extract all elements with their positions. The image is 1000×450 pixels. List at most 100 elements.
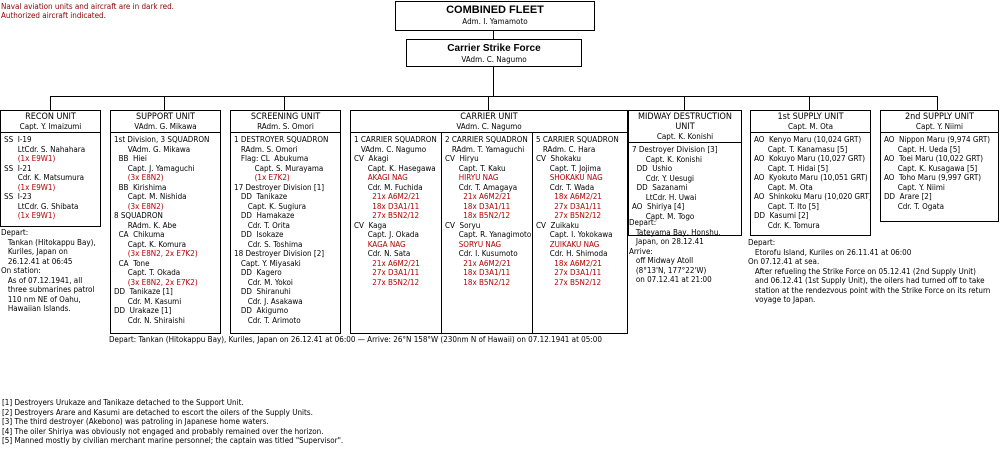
support-unit-name: SUPPORT UNIT <box>135 112 195 122</box>
roster-line: LtCdr. S. Nahahara <box>4 144 86 154</box>
note-line: [2] Destroyers Arare and Kasumi are deta… <box>2 407 313 417</box>
note-line: On 07.12.41 at sea. <box>748 257 820 266</box>
drop-carrier <box>488 96 489 110</box>
roster-line: DD Sazanami <box>632 183 688 192</box>
connector-csf-bus <box>493 66 494 96</box>
roster-line: 1st Division, 3 SQUADRON <box>114 135 210 144</box>
roster-line: DD Isokaze <box>234 230 284 239</box>
support-unit-box: SUPPORT UNIT VAdm. G. Mikawa 1st Divisio… <box>110 110 221 334</box>
roster-line: Capt. Y. Miyasaki <box>234 258 301 268</box>
aviation-line: 18x B5N2/12 <box>445 277 511 287</box>
roster-line: CA Chikuma <box>114 230 165 239</box>
recon-unit-commander: Capt. Y. Imaizumi <box>19 122 82 131</box>
aviation-line: KAGA NAG <box>354 239 406 249</box>
aviation-line: 27x B5N2/12 <box>536 277 602 287</box>
drop-recon <box>50 96 51 110</box>
screening-unit-header: SCREENING UNIT RAdm. S. Omori <box>231 111 340 133</box>
aviation-line: 27x B5N2/12 <box>354 211 420 220</box>
strike-force-box: Carrier Strike Force VAdm. C. Nagumo <box>406 39 582 67</box>
note-line: Hawaiian Islands. <box>1 304 71 313</box>
roster-line: Cdr. K. Matsumura <box>4 173 85 182</box>
recon-unit-header: RECON UNIT Capt. Y. Imaizumi <box>1 111 100 133</box>
roster-line: Cdr. T. Orita <box>234 220 290 230</box>
note-line: On station: <box>1 266 41 275</box>
roster-line: DD Shiranuhi <box>234 287 291 296</box>
roster-line: BB Kirishima <box>114 182 167 192</box>
roster-line: Capt. H. Ueda [5] <box>884 144 961 154</box>
roster-line: AO Nippon Maru (9,974 GRT) <box>884 135 991 144</box>
roster-line: Capt. S. Murayama <box>234 163 324 173</box>
roster-line: 5 CARRIER SQUADRON <box>536 135 619 144</box>
roster-line: CV Zuikaku <box>536 220 579 230</box>
supply2-unit-box: 2nd SUPPLY UNIT Capt. Y. Niimi AO Nippon… <box>880 110 999 222</box>
drop-supply1 <box>809 96 810 110</box>
roster-line: Cdr. K. Tomura <box>754 220 820 230</box>
roster-line: Capt. I. Yokokawa <box>536 230 613 239</box>
supply2-unit-roster: AO Nippon Maru (9,974 GRT) Capt. H. Ueda… <box>881 133 998 213</box>
note-line: Kuriles, Japan on <box>1 247 68 256</box>
roster-line: Capt. T. Okada <box>114 268 181 277</box>
roster-line: CV Shokaku <box>536 154 581 163</box>
aviation-line: (1x E7K2) <box>234 173 290 182</box>
aviation-line: 21x A6M2/21 <box>354 192 420 201</box>
roster-line: 8 SQUADRON <box>114 211 163 220</box>
roster-line: Cdr. M. Yokoi <box>234 277 293 287</box>
roster-line: Cdr. T. Ogata <box>884 201 944 211</box>
note-line: three submarines patrol <box>1 285 95 294</box>
note-line: Depart: <box>629 218 657 227</box>
roster-line: SS I-21 <box>4 163 32 173</box>
roster-line: SS I-23 <box>4 192 32 201</box>
roster-line: DD Hamakaze <box>234 211 295 220</box>
roster-line: Capt. K. Kusagawa [5] <box>884 163 978 173</box>
note-line: Tateyama Bay, Honshu, <box>629 227 721 237</box>
roster-line: AO Toho Maru (9,997 GRT) <box>884 173 982 182</box>
supply1-unit-commander: Capt. M. Ota <box>787 122 834 131</box>
roster-line: Cdr. M. Kasumi <box>114 296 182 306</box>
roster-line: DD Ushio <box>632 164 673 173</box>
roster-line: AO Shiriya [4] <box>632 202 685 211</box>
note-line: Depart: <box>1 228 29 237</box>
aviation-line: 18x A6M2/21 <box>536 258 602 268</box>
roster-line: Capt. T. Ito [5] <box>754 201 819 211</box>
note-line: 110 nm NE of Oahu, <box>1 294 81 304</box>
note-line: station at the rendezvous point with the… <box>748 285 991 295</box>
carrier-unit-header: CARRIER UNIT VAdm. C. Nagumo <box>351 111 627 133</box>
recon-unit-name: RECON UNIT <box>25 112 76 122</box>
roster-line: 18 Destroyer Division [2] <box>234 249 325 258</box>
drop-midway <box>684 96 685 110</box>
roster-line: CV Soryu <box>445 220 481 230</box>
roster-line: Capt. R. Yanagimoto <box>445 230 532 239</box>
roster-line: DD Kagero <box>234 268 282 277</box>
aviation-line: (3x E8N2) <box>114 201 164 211</box>
screening-unit-roster: 1 DESTROYER SQUADRON RAdm. S. Omori Flag… <box>231 133 340 327</box>
roster-line: RAdm. C. Hara <box>536 144 596 154</box>
combined-fleet-box: COMBINED FLEET Adm. I. Yamamoto <box>395 1 595 31</box>
roster-line: AO Kyokuto Maru (10,051 GRT) <box>754 173 868 182</box>
supply2-unit-header: 2nd SUPPLY UNIT Capt. Y. Niimi <box>881 111 998 133</box>
roster-line: Capt. K. Konishi <box>632 154 702 164</box>
roster-line: 1 DESTROYER SQUADRON <box>234 135 329 144</box>
supply1-unit-name: 1st SUPPLY UNIT <box>777 112 844 122</box>
note-line: Japan, on 28.12.41 <box>629 237 704 246</box>
aviation-line: 18x D3A1/11 <box>354 201 420 211</box>
note-line: Etorofu Island, Kuriles on 26.11.41 at 0… <box>748 247 912 257</box>
roster-line: Capt. T. Hidai [5] <box>754 163 828 173</box>
aviation-line: 18x D3A1/11 <box>445 268 511 277</box>
roster-line: Cdr. T. Wada <box>536 182 595 192</box>
roster-line: Capt. K. Hasegawa <box>354 163 436 173</box>
roster-line: 7 Destroyer Division [3] <box>632 145 718 154</box>
aviation-line: 21x A6M2/21 <box>354 258 420 268</box>
route-line: Depart: Tankan (Hitokappu Bay), Kuriles,… <box>109 335 602 344</box>
aviation-line: 18x B5N2/12 <box>445 211 511 220</box>
roster-line: SS I-19 <box>4 135 32 144</box>
supply2-unit-commander: Capt. Y. Niimi <box>915 122 964 131</box>
aviation-line: 27x D3A1/11 <box>536 268 602 277</box>
carrier-divider-2 <box>532 133 533 333</box>
drop-support <box>164 96 165 110</box>
roster-line: RAdm. S. Omori <box>234 144 298 154</box>
aviation-line: HIRYU NAG <box>445 173 499 182</box>
aviation-line: 27x B5N2/12 <box>536 211 602 220</box>
